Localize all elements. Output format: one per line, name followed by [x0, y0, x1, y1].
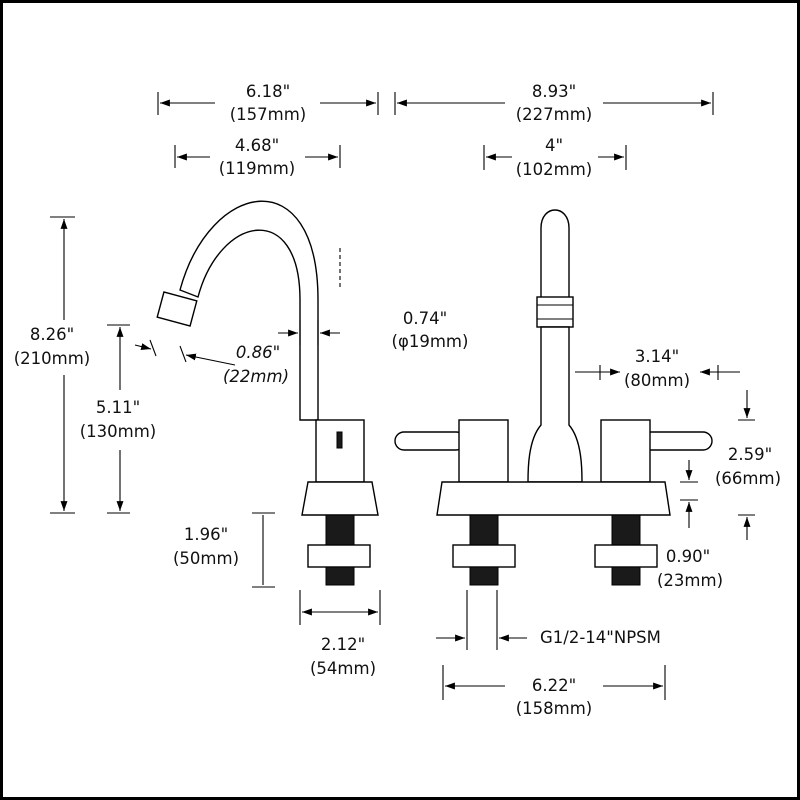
overall-width-mm-label: (227mm)	[516, 105, 593, 124]
front-aerator-ring	[536, 296, 574, 328]
center-spacing-in-label: 4"	[545, 136, 563, 155]
aerator	[156, 291, 198, 327]
thread-spec-label: G1/2-14"NPSM	[540, 628, 661, 647]
overall-depth-in-label: 6.18"	[246, 82, 290, 101]
mount-bracket	[307, 544, 371, 568]
handle-height-mm-label: (66mm)	[715, 469, 781, 488]
spout-diameter-in-label: 0.74"	[403, 309, 447, 328]
left-handle-lever	[394, 431, 466, 451]
shank-length-in-label: 1.96"	[184, 525, 228, 544]
front-spout	[540, 209, 570, 301]
left-mount-bracket	[452, 544, 516, 568]
escutcheon	[301, 481, 379, 516]
overall-depth-mm-label: (157mm)	[230, 105, 307, 124]
handle-height-in-label: 2.59"	[728, 445, 772, 464]
right-handle-body	[600, 419, 651, 483]
spout-reach-mm-label: (119mm)	[219, 159, 296, 178]
center-spacing-mm-label: (102mm)	[516, 160, 593, 179]
aerator-in-label: 0.86"	[236, 343, 280, 362]
overall-width-in-label: 8.93"	[532, 82, 576, 101]
gooseneck-spout	[179, 200, 319, 421]
spout-body	[315, 419, 365, 483]
front-spout-column	[527, 326, 583, 483]
base-depth-in-label: 2.12"	[321, 635, 365, 654]
spout-diameter-mm-label: (φ19mm)	[392, 332, 469, 351]
dimension-labels: 6.18" (157mm) 4.68" (119mm) 8.93" (227mm…	[14, 82, 781, 718]
handle-length-in-label: 3.14"	[635, 347, 679, 366]
left-handle-body	[458, 419, 509, 483]
aerator-mm-label: (22mm)	[223, 367, 289, 386]
left-mount-nut	[469, 566, 499, 586]
nut-height-mm-label: (23mm)	[657, 571, 723, 590]
right-handle-lever	[641, 431, 713, 451]
right-mount-nut	[611, 566, 641, 586]
shank-length-mm-label: (50mm)	[173, 549, 239, 568]
front-base	[436, 481, 671, 516]
spout-height-mm-label: (130mm)	[80, 422, 157, 441]
side-view-faucet	[156, 200, 379, 586]
handle-length-mm-label: (80mm)	[624, 371, 690, 390]
overall-height-mm-label: (210mm)	[14, 349, 91, 368]
right-mount-bracket	[594, 544, 658, 568]
nut-height-in-label: 0.90"	[666, 547, 710, 566]
base-width-mm-label: (158mm)	[516, 699, 593, 718]
mount-nut	[325, 566, 355, 586]
overall-height-in-label: 8.26"	[30, 325, 74, 344]
spout-reach-in-label: 4.68"	[235, 136, 279, 155]
base-width-in-label: 6.22"	[532, 676, 576, 695]
status-indicator	[336, 431, 343, 449]
dimension-lines	[50, 92, 755, 700]
front-view-faucet	[394, 209, 713, 586]
spout-height-in-label: 5.11"	[96, 398, 140, 417]
base-depth-mm-label: (54mm)	[310, 659, 376, 678]
